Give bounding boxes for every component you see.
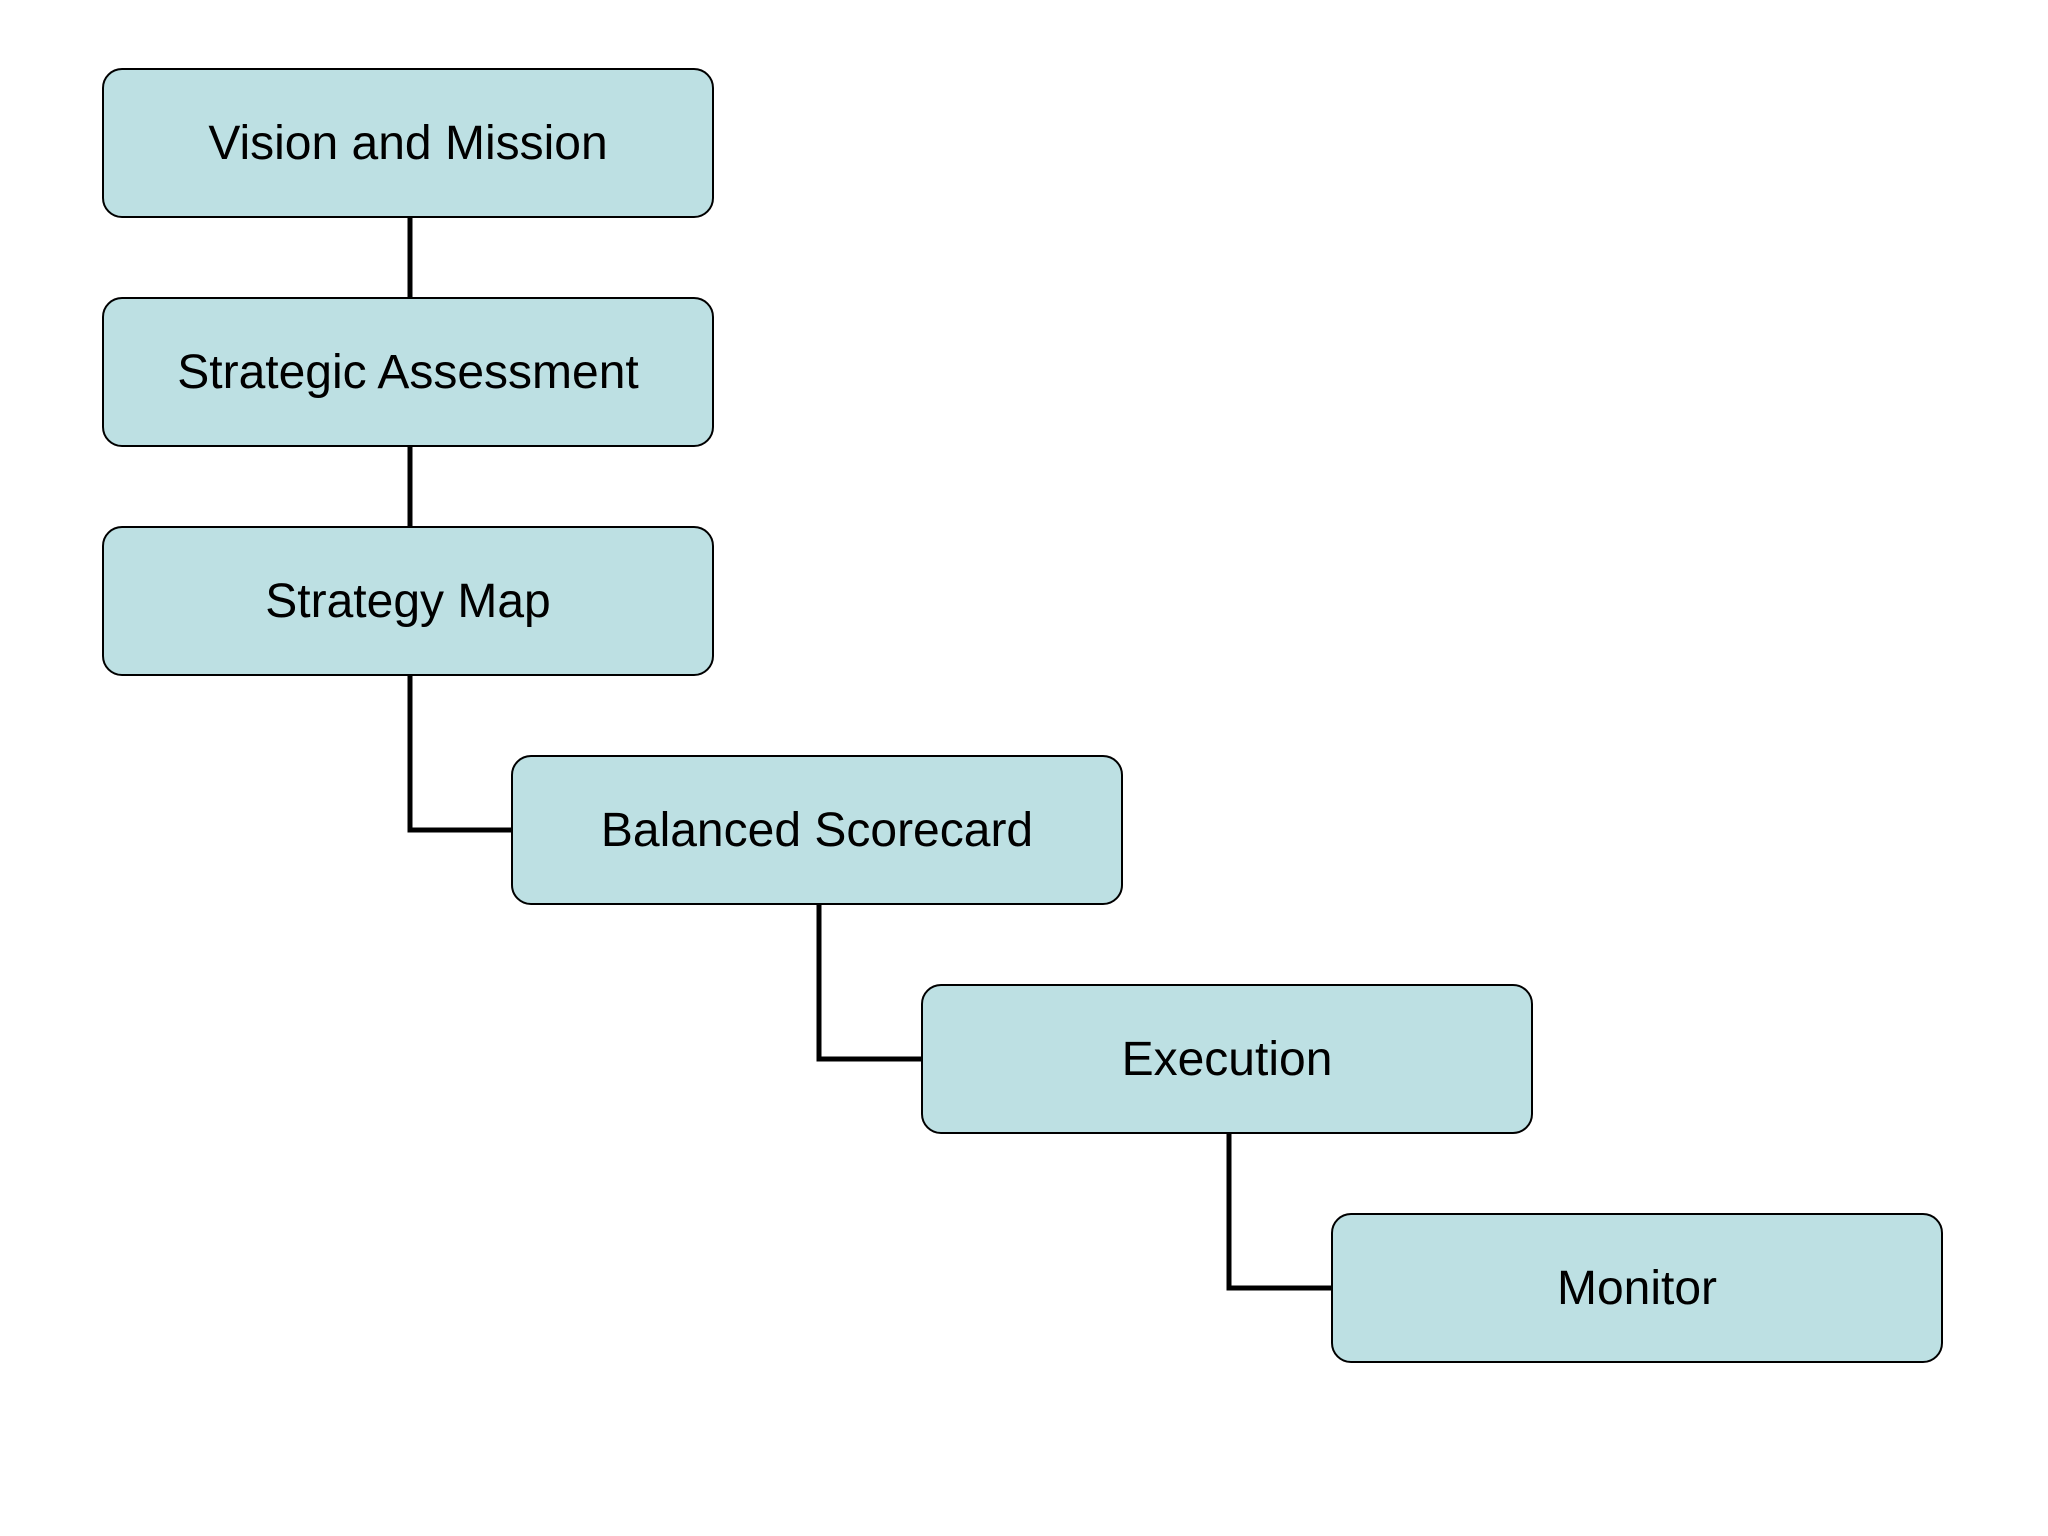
node-strategy-map: Strategy Map — [102, 526, 714, 676]
node-monitor: Monitor — [1331, 1213, 1943, 1363]
node-label: Strategic Assessment — [177, 345, 639, 399]
node-label: Monitor — [1556, 1261, 1718, 1315]
node-vision-and-mission: Vision and Mission — [102, 68, 714, 218]
connector-strategy-map-to-scorecard — [407, 676, 511, 833]
node-balanced-scorecard: Balanced Scorecard — [511, 755, 1123, 905]
node-label: Balanced Scorecard — [600, 803, 1034, 857]
node-label: Execution — [1121, 1032, 1333, 1086]
node-label: Vision and Mission — [208, 116, 608, 170]
connector-scorecard-to-execution — [816, 905, 921, 1062]
node-label: Strategy Map — [265, 574, 551, 628]
connector-execution-to-monitor — [1226, 1134, 1331, 1291]
node-strategic-assessment: Strategic Assessment — [102, 297, 714, 447]
node-execution: Execution — [921, 984, 1533, 1134]
